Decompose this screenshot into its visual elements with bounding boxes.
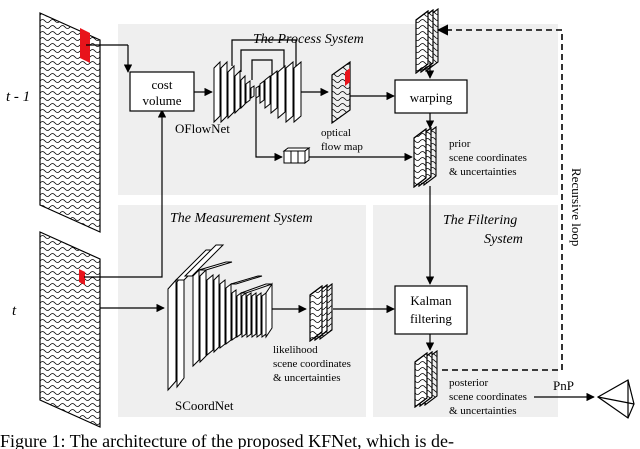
- process-panel-title: The Process System: [253, 32, 364, 47]
- posterior-label-2: scene coordinates: [449, 391, 527, 403]
- filtering-panel-title-2: System: [484, 232, 523, 247]
- prior-label-3: & uncertainties: [449, 166, 517, 178]
- figure-caption: Figure 1: The architecture of the propos…: [0, 431, 454, 449]
- prior-label-1: prior: [449, 138, 471, 150]
- recursive-loop-label: Recursive loop: [569, 168, 584, 246]
- recursive-loop-edge: [436, 24, 563, 371]
- prior-label-2: scene coordinates: [449, 152, 527, 164]
- camera-pose-icon: [596, 379, 635, 419]
- edge-oflownet-to-uncertainty: [255, 98, 283, 162]
- frame-curr-image: [39, 231, 101, 428]
- previous-estimate-stack: [415, 7, 439, 75]
- frame-prev-image: [39, 12, 101, 233]
- filtering-panel-title-1: The Filtering: [443, 213, 517, 228]
- kalman-label-1: Kalman: [410, 293, 452, 308]
- warping-label: warping: [410, 90, 453, 105]
- warping-block: [394, 79, 468, 114]
- likelihood-label-3: & uncertainties: [273, 372, 341, 384]
- optical-label-1: optical: [321, 127, 351, 139]
- kalman-filtering-block: [394, 285, 468, 335]
- edge-curr-to-costvolume: [84, 109, 167, 278]
- kalman-label-2: filtering: [410, 311, 452, 326]
- scoordnet-label: SCoordNet: [175, 398, 234, 413]
- posterior-label-3: & uncertainties: [449, 405, 517, 417]
- posterior-label-1: posterior: [449, 377, 488, 389]
- cost-volume-label-2: volume: [143, 93, 182, 108]
- optical-label-2: flow map: [321, 141, 363, 153]
- frame-curr-patch: [79, 269, 85, 285]
- pnp-label: PnP: [553, 378, 574, 393]
- likelihood-stack: [309, 282, 333, 343]
- oflownet-label: OFlowNet: [175, 121, 230, 136]
- posterior-stack: [414, 349, 438, 409]
- frame-curr-label: t: [12, 303, 17, 319]
- likelihood-label-1: likelihood: [273, 344, 318, 356]
- uncertainty-feature: [282, 147, 311, 164]
- optical-flow-map: [331, 60, 351, 125]
- likelihood-label-2: scene coordinates: [273, 358, 351, 370]
- scoordnet-network: [167, 244, 273, 392]
- measurement-panel-title: The Measurement System: [170, 211, 313, 226]
- frame-prev-label: t - 1: [6, 89, 30, 105]
- frame-prev-patch: [80, 28, 90, 63]
- cost-volume-label-1: cost: [152, 77, 173, 92]
- prior-stack: [413, 125, 437, 189]
- oflownet-network: [213, 39, 302, 124]
